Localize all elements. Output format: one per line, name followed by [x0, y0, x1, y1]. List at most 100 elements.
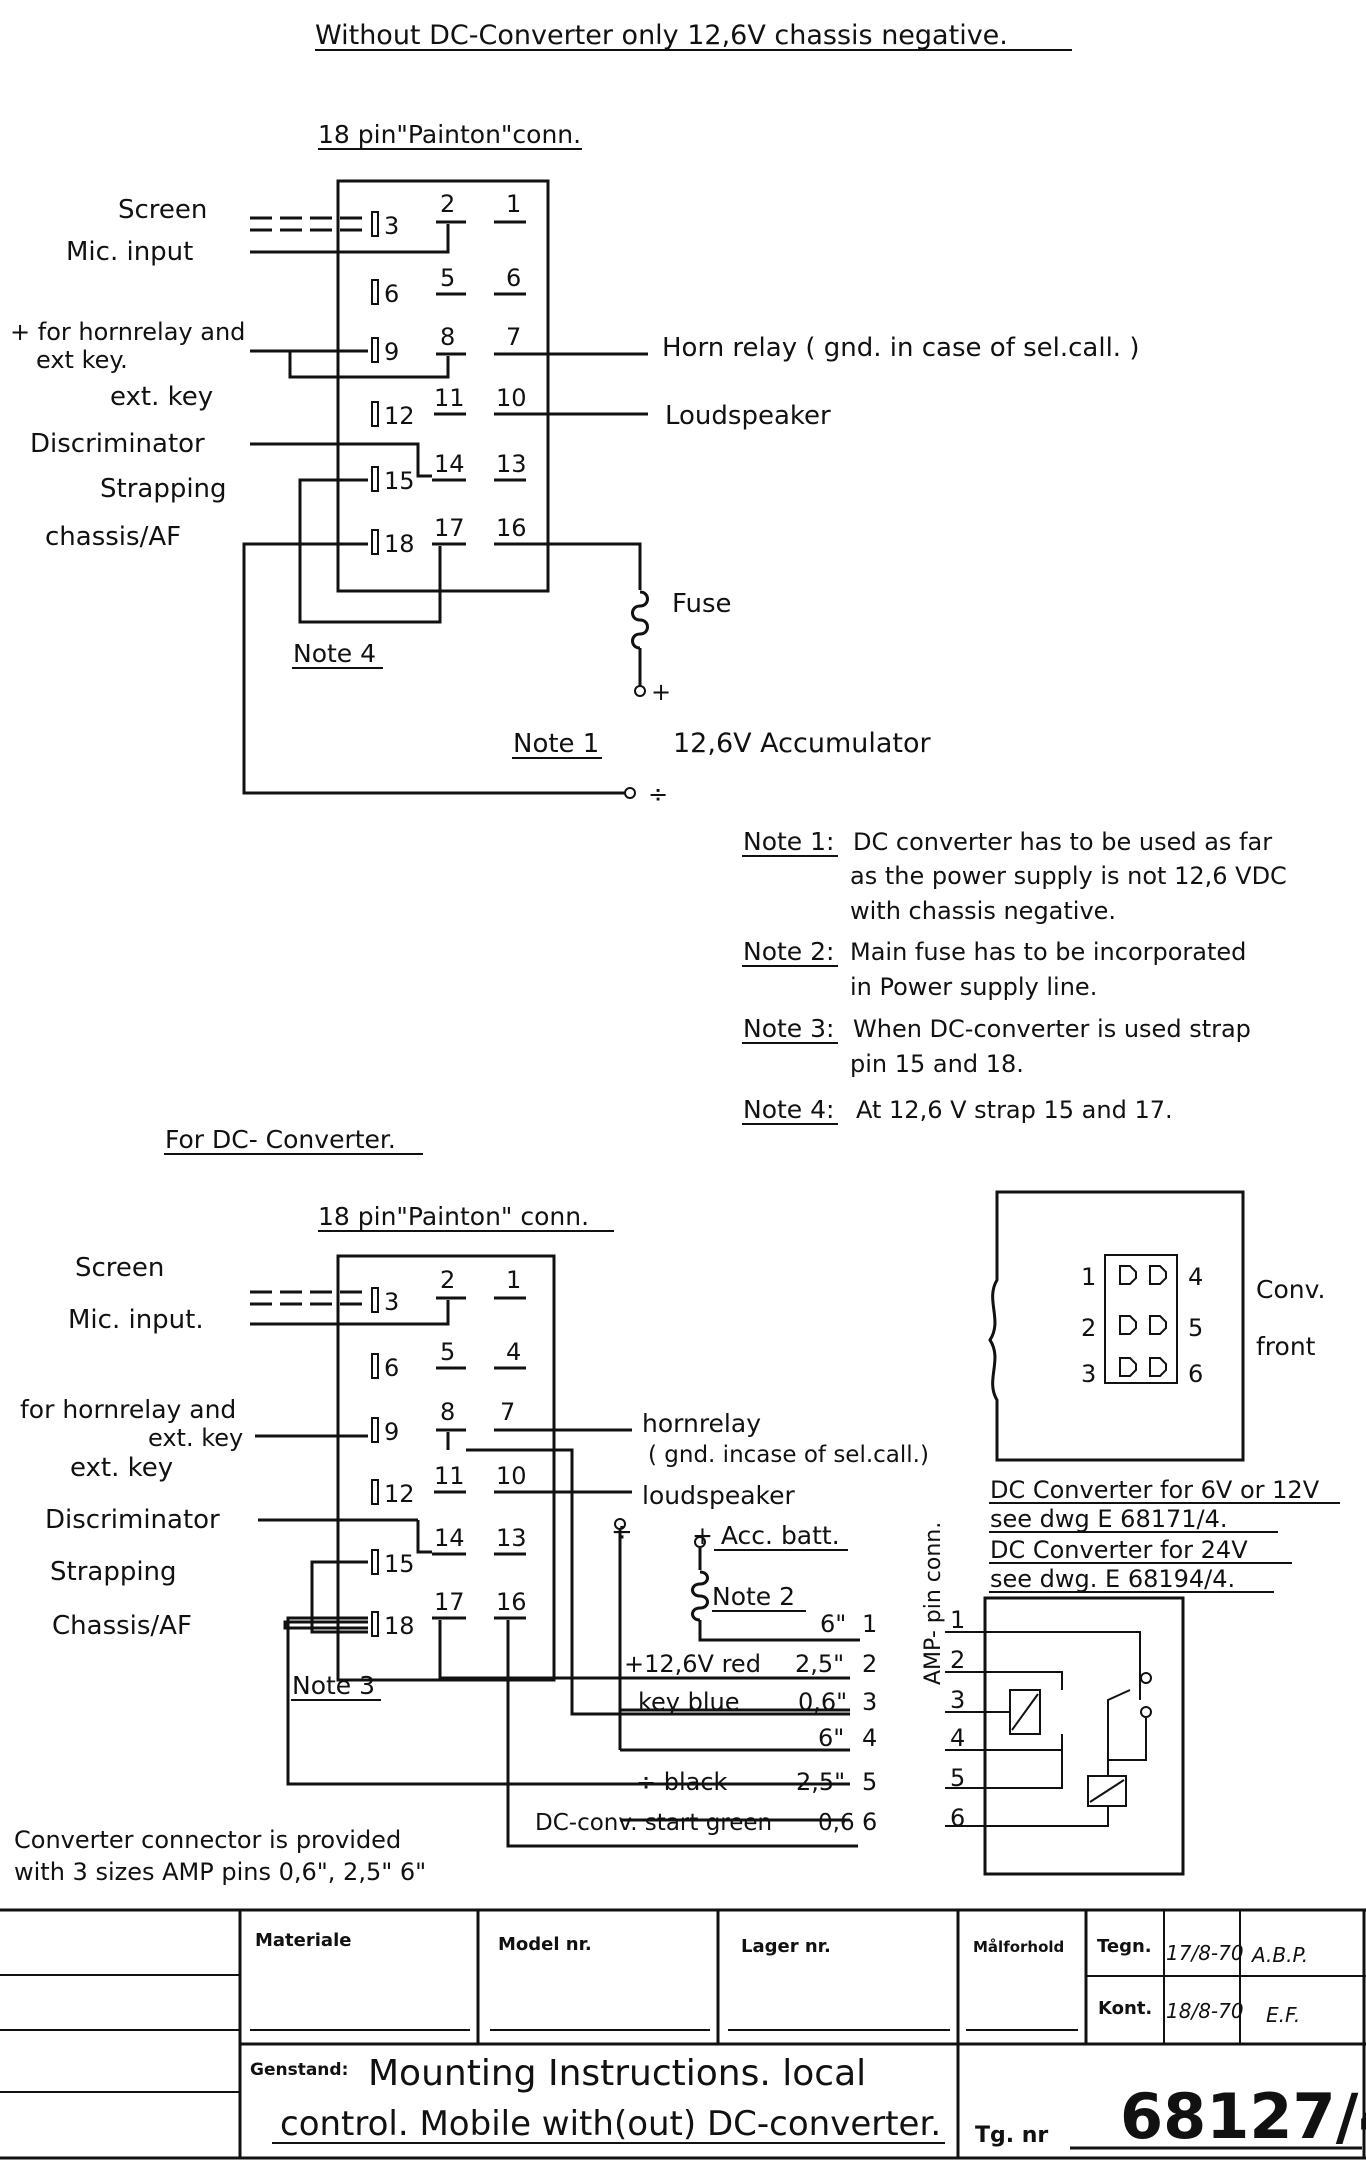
top-pin-2: 2	[440, 190, 455, 218]
wire-1-size: 6"	[820, 1610, 846, 1638]
top-label-extkey1: ext key.	[36, 346, 128, 374]
note1-line1: DC converter has to be used as far	[853, 828, 1272, 856]
top-note4-label: Note 4	[293, 639, 376, 668]
bottom-label-mic: Mic. input.	[68, 1305, 204, 1335]
top-pin-18: 18	[384, 530, 415, 558]
top-pin-8: 8	[440, 323, 455, 351]
amp-pin-4: 4	[950, 1724, 965, 1752]
bottom-label-screen: Screen	[75, 1253, 164, 1283]
top-pin-6: 6	[384, 280, 399, 308]
conv-front-socket	[1104, 1254, 1178, 1384]
bottom-pin-11: 11	[434, 1462, 465, 1490]
tb-materiale: Materiale	[255, 1930, 351, 1951]
bottom-pin-17: 17	[434, 1588, 465, 1616]
bottom-pin-16: 16	[496, 1588, 527, 1616]
wire-5-label: ÷ black	[636, 1768, 728, 1796]
bottom-label-strapping: Strapping	[50, 1557, 177, 1587]
top-pin-9: 9	[384, 338, 399, 366]
bottom-pin-15: 15	[384, 1550, 415, 1578]
note3-line1: When DC-converter is used strap	[853, 1015, 1251, 1043]
conv-pin-2: 2	[1081, 1314, 1096, 1342]
dc-ref-1: DC Converter for 6V or 12V	[990, 1476, 1320, 1504]
tb-drawing-number: 68127/4	[1120, 2080, 1366, 2153]
top-pin-16: 16	[496, 514, 527, 542]
wire-3-pin: 3	[862, 1688, 877, 1716]
bottom-pin-4: 4	[506, 1338, 521, 1366]
title-block	[0, 1908, 1366, 2160]
drawing-header: Without DC-Converter only 12,6V chassis …	[315, 20, 1008, 51]
dc-ref-4: see dwg. E 68194/4.	[990, 1565, 1235, 1593]
conv-pin-3: 3	[1081, 1360, 1096, 1388]
top-pin-6b: 6	[506, 264, 521, 292]
tb-model: Model nr.	[498, 1934, 592, 1955]
conv-pin-4: 4	[1188, 1263, 1203, 1291]
tb-kont-date: 18/8-70	[1166, 1999, 1244, 2023]
wire-2-pin: 2	[862, 1650, 877, 1678]
bottom-pin-6: 6	[384, 1354, 399, 1382]
top-pin-15: 15	[384, 467, 415, 495]
wire-3-size: 0,6"	[798, 1688, 847, 1716]
top-pin-5: 5	[440, 264, 455, 292]
bottom-loudspeaker: loudspeaker	[642, 1481, 796, 1510]
amp-pin-5: 5	[950, 1764, 965, 1792]
bottom-pin-7: 7	[500, 1398, 515, 1426]
wire-table: 6" 1 +12,6V red 2,5" 2 key blue 0,6" 3 6…	[535, 1610, 877, 1836]
top-label-mic: Mic. input	[66, 237, 193, 267]
top-pin-1: 1	[506, 190, 521, 218]
bottom-pin-8: 8	[440, 1398, 455, 1426]
bottom-pin-14: 14	[434, 1524, 465, 1552]
top-accumulator: 12,6V Accumulator	[673, 728, 932, 759]
tb-genstand: Genstand:	[250, 2060, 348, 2080]
bottom-pin-3: 3	[384, 1288, 399, 1316]
bottom-hornrelay: hornrelay	[642, 1409, 761, 1438]
amp-connector-body	[983, 1596, 1185, 1876]
wire-5-size: 2,5"	[796, 1768, 845, 1796]
top-label-horn-relay: Horn relay ( gnd. in case of sel.call. )	[662, 333, 1139, 363]
wire-2-size: 2,5"	[795, 1650, 844, 1678]
amp-pin-label: AMP- pin conn.	[921, 1522, 946, 1685]
bottom-pin-18: 18	[384, 1612, 415, 1640]
dc-ref-2: see dwg E 68171/4.	[990, 1505, 1228, 1533]
amp-pin-6: 6	[950, 1804, 965, 1832]
wire-3-label: key blue	[638, 1688, 740, 1716]
bottom-pin-1: 1	[506, 1266, 521, 1294]
bottom-pin-13: 13	[496, 1524, 527, 1552]
wire-5-pin: 5	[862, 1768, 877, 1796]
bottom-mid-pins: 2 5 8 11 14 17	[432, 1266, 466, 1620]
conv-front-label1: Conv.	[1256, 1275, 1325, 1304]
note4-line1: At 12,6 V strap 15 and 17.	[856, 1096, 1173, 1124]
amp-pin-3: 3	[950, 1686, 965, 1714]
top-label-loudspeaker: Loudspeaker	[665, 401, 831, 431]
note2-line1: Main fuse has to be incorporated	[850, 938, 1246, 966]
conv-pin-1: 1	[1081, 1263, 1096, 1291]
converter-note-line1: Converter connector is provided	[14, 1826, 401, 1854]
top-label-strapping: Strapping	[100, 474, 227, 504]
conv-contacts	[1119, 1265, 1167, 1377]
top-mid-pins: 2 5 8 11 14 17	[432, 190, 466, 546]
tb-subject-line2: control. Mobile with(out) DC-converter.	[280, 2104, 941, 2144]
tb-tg-nr: Tg. nr	[975, 2123, 1048, 2148]
tb-kont: Kont.	[1098, 1998, 1152, 2019]
wire-4-pin: 4	[862, 1724, 877, 1752]
wire-2-label: +12,6V red	[624, 1650, 761, 1678]
note2-label: Note 2:	[743, 937, 834, 966]
top-label-plus: +	[651, 678, 671, 706]
wire-4-size: 6"	[818, 1724, 844, 1752]
top-label-extkey2: ext. key	[110, 382, 213, 412]
note2-line2: in Power supply line.	[850, 973, 1097, 1001]
top-connector-body	[336, 179, 550, 593]
bottom-section-title: For DC- Converter.	[165, 1125, 396, 1154]
bottom-pin-9: 9	[384, 1418, 399, 1446]
amp-pin-1: 1	[950, 1606, 965, 1634]
tb-tegn: Tegn.	[1097, 1936, 1152, 1957]
top-pin-14: 14	[434, 450, 465, 478]
top-pin-10: 10	[496, 384, 527, 412]
top-label-screen: Screen	[118, 195, 207, 225]
conv-pin-5: 5	[1188, 1314, 1203, 1342]
bottom-pin-10: 10	[496, 1462, 527, 1490]
bottom-label-hornrelay: for hornrelay and	[20, 1395, 236, 1424]
top-label-hornrelay: + for hornrelay and	[10, 318, 245, 346]
bottom-label-extkey2: ext. key	[70, 1453, 173, 1483]
bottom-label-chassis: Chassis/AF	[52, 1611, 192, 1641]
